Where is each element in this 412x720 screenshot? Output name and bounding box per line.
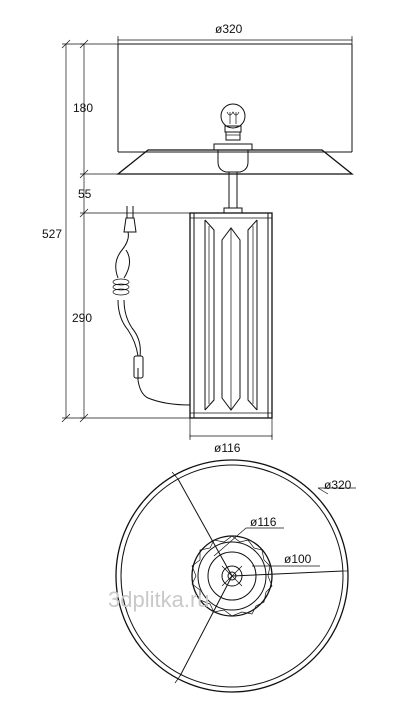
plug-icon <box>123 217 137 233</box>
dim-top-foot-diameter: ø100 <box>284 552 312 566</box>
dimension-lines <box>61 36 353 440</box>
watermark: 3dplitka.ru <box>108 587 210 612</box>
leader-shade <box>317 487 329 495</box>
lamp-socket <box>213 143 253 173</box>
dim-top-base-diameter: ø116 <box>250 515 277 529</box>
dim-shade-diameter: ø320 <box>215 22 243 36</box>
base-facets <box>191 535 273 617</box>
cord-switch <box>133 355 144 379</box>
shade-outer-circle <box>115 459 349 693</box>
lamp-shade <box>116 43 354 175</box>
dim-base-height: 290 <box>72 311 92 325</box>
dim-top-shade-diameter: ø320 <box>324 478 352 492</box>
light-bulb <box>220 103 246 141</box>
dim-neck-height: 55 <box>78 187 92 201</box>
leader-base <box>213 527 247 557</box>
dim-base-diameter: ø116 <box>214 441 241 455</box>
power-cord <box>112 206 191 406</box>
lamp-neck <box>223 172 243 214</box>
foot-circle <box>207 551 257 601</box>
side-view: ø320 180 55 527 290 ø116 <box>42 22 354 455</box>
dim-shade-height: 180 <box>73 101 93 115</box>
lamp-base <box>189 212 273 419</box>
dim-total-height: 527 <box>42 227 62 241</box>
top-view: ø320 ø116 ø100 <box>115 459 356 693</box>
